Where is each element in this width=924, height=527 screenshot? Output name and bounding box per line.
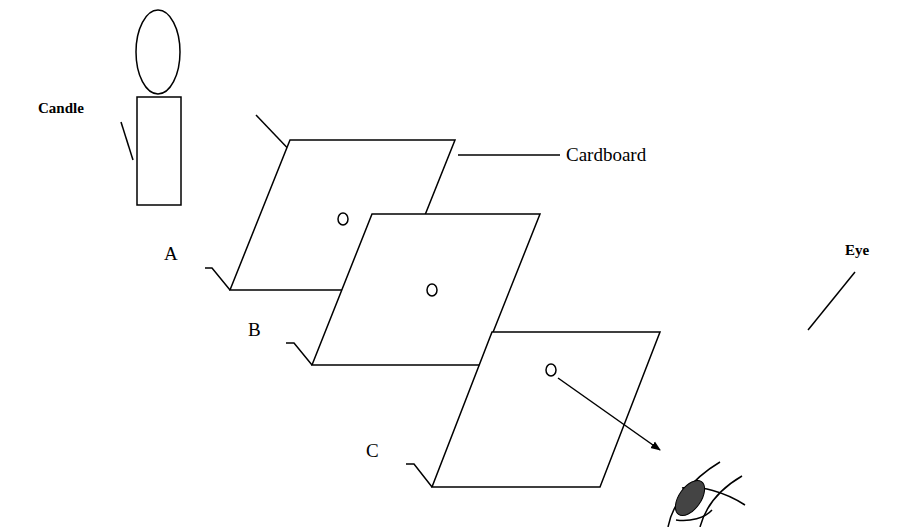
leader-line (458, 154, 560, 156)
eyelid (700, 476, 742, 527)
part-label: A (164, 244, 178, 263)
part-label: Eye (845, 243, 869, 258)
candle-body (137, 97, 181, 205)
stand-foot (406, 464, 432, 487)
hole (427, 284, 437, 296)
part-label: Candle (38, 101, 84, 116)
stand-foot (286, 343, 312, 365)
candle-flame (136, 10, 180, 94)
light-arrow (558, 378, 660, 450)
cardboard-c (432, 332, 660, 487)
leader-line (808, 272, 855, 330)
pupil (670, 475, 711, 520)
leader-line (121, 122, 133, 160)
eyelid (668, 462, 720, 527)
part-label: B (248, 320, 261, 339)
part-label: Cardboard (566, 145, 646, 164)
part-label: C (366, 441, 379, 460)
stand-foot (205, 268, 230, 290)
hole (338, 213, 348, 225)
hole (546, 364, 556, 376)
